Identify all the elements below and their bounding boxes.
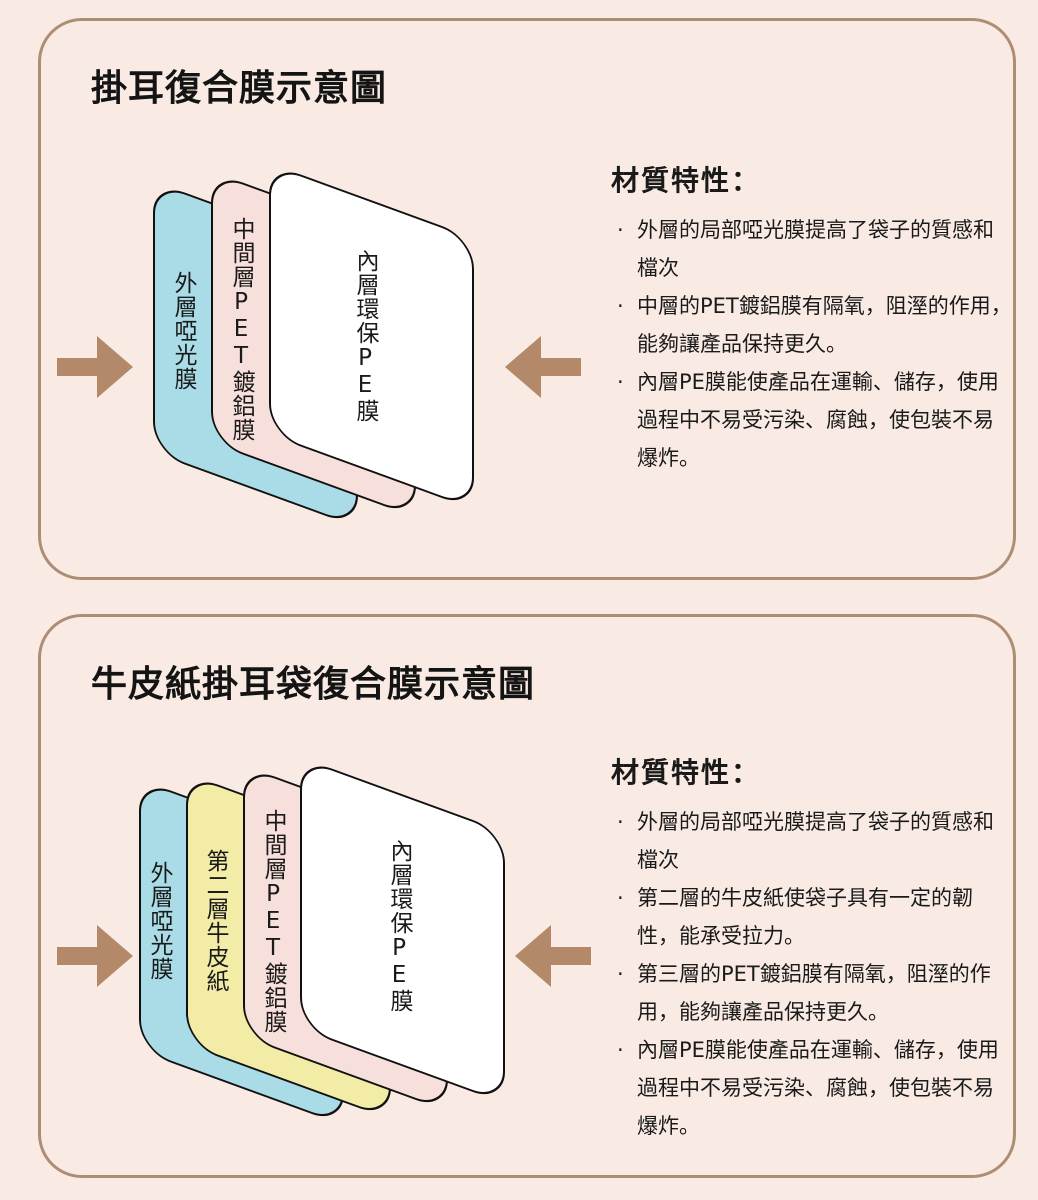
properties-title: 材質特性： (611, 164, 762, 197)
properties-list: ·外層的局部啞光膜提高了袋子的質感和檔次 ·中層的PET鍍鋁膜有隔氧，阻溼的作用… (617, 211, 1013, 477)
kraft-composite-film-panel: 牛皮紙掛耳袋復合膜示意圖 外層啞光膜 第二層牛皮紙 中間層PET鍍鋁膜 內層環保… (38, 614, 1016, 1178)
property-item: ·外層的局部啞光膜提高了袋子的質感和檔次 (617, 803, 1013, 879)
layer-label-outer: 外層啞光膜 (146, 861, 172, 981)
properties-list: ·外層的局部啞光膜提高了袋子的質感和檔次 ·第二層的牛皮紙使袋子具有一定的韌性，… (617, 803, 1013, 1145)
composite-film-panel: 掛耳復合膜示意圖 外層啞光膜 中間層PET鍍鋁膜 內層環保PE膜 材質特性： ·… (38, 18, 1016, 580)
bullet-icon: · (617, 962, 624, 986)
property-item: ·內層PE膜能使產品在運輸、儲存，使用過程中不易受污染、腐蝕，使包裝不易爆炸。 (617, 1031, 1013, 1145)
panel-title: 掛耳復合膜示意圖 (91, 68, 388, 109)
right-arrow-icon (57, 336, 133, 398)
bullet-icon: · (617, 218, 624, 242)
property-item: ·外層的局部啞光膜提高了袋子的質感和檔次 (617, 211, 1013, 287)
properties-title: 材質特性： (611, 756, 762, 789)
right-arrow-icon (57, 925, 133, 987)
property-item: ·內層PE膜能使產品在運輸、儲存，使用過程中不易受污染、腐蝕，使包裝不易爆炸。 (617, 363, 1013, 477)
property-item: ·中層的PET鍍鋁膜有隔氧，阻溼的作用，能夠讓產品保持更久。 (617, 287, 1013, 363)
bullet-icon: · (617, 886, 624, 910)
layer-label-inner: 內層環保PE膜 (352, 249, 378, 423)
layer-label-outer: 外層啞光膜 (170, 271, 196, 391)
bullet-icon: · (617, 294, 624, 318)
layer-label-middle: 中間層PET鍍鋁膜 (260, 809, 286, 1034)
left-arrow-icon (505, 336, 581, 398)
layer-label-inner: 內層環保PE膜 (386, 839, 412, 1013)
property-item: ·第三層的PET鍍鋁膜有隔氧，阻溼的作用，能夠讓產品保持更久。 (617, 955, 1013, 1031)
left-arrow-icon (515, 925, 591, 987)
bullet-icon: · (617, 1038, 624, 1062)
bullet-icon: · (617, 810, 624, 834)
bullet-icon: · (617, 370, 624, 394)
layer-label-kraft: 第二層牛皮紙 (202, 849, 228, 993)
layer-label-middle: 中間層PET鍍鋁膜 (228, 217, 254, 442)
property-item: ·第二層的牛皮紙使袋子具有一定的韌性，能承受拉力。 (617, 879, 1013, 955)
panel-title: 牛皮紙掛耳袋復合膜示意圖 (91, 664, 536, 705)
